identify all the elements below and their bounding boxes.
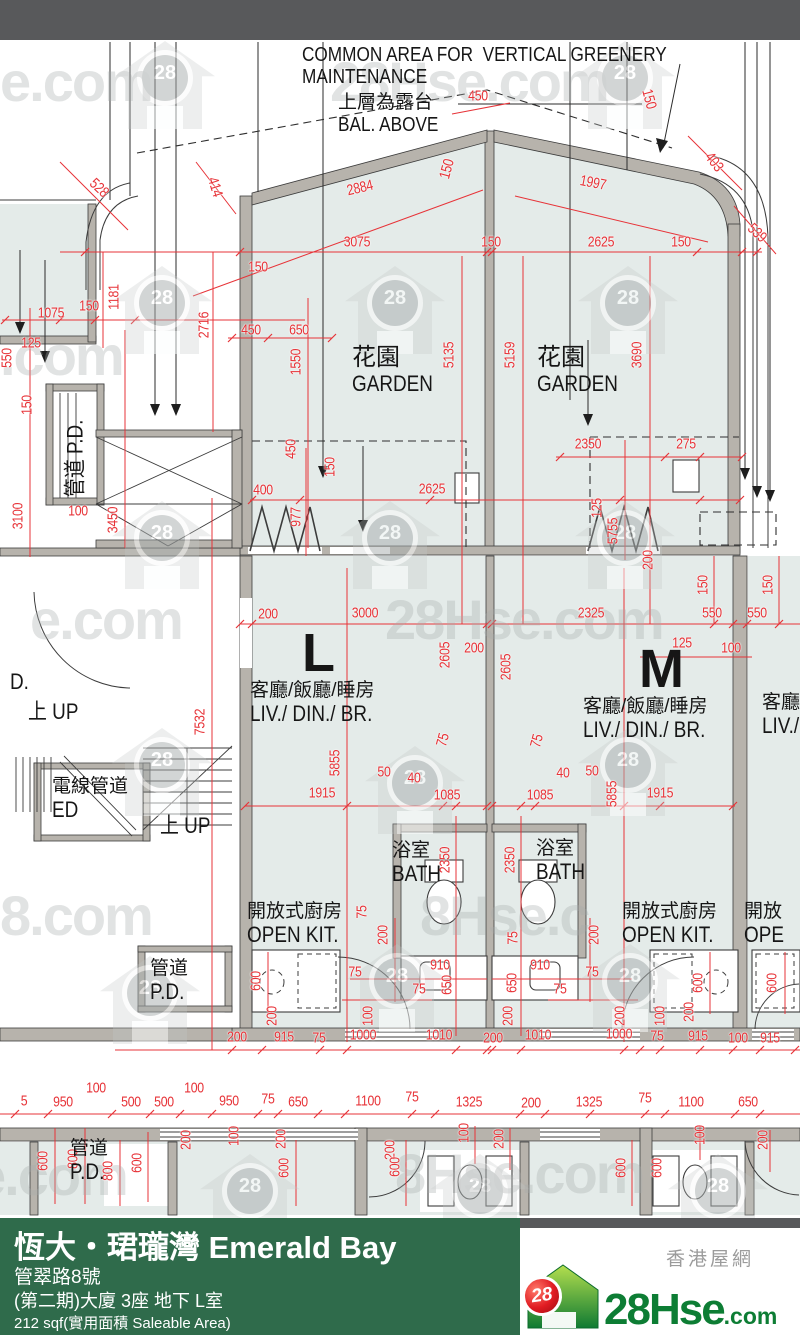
- footer-gray-strip: [520, 1218, 800, 1228]
- house-icon: 28: [519, 1264, 600, 1330]
- estate-address: 管翠路8號: [14, 1267, 101, 1288]
- footer-logo-panel: 香港屋網 28 28Hse.com: [519, 1228, 800, 1335]
- site-name-chinese: 香港屋網: [665, 1249, 754, 1270]
- logo-main-text: 28Hse: [604, 1285, 726, 1335]
- estate-saleable-area: 212 sqf(實用面積 Saleable Area): [14, 1315, 231, 1332]
- logo-suffix-text: .com: [723, 1303, 778, 1330]
- logo-wordmark: 28Hse.com: [604, 1288, 778, 1332]
- estate-title: 恆大・珺瓏灣 Emerald Bay: [14, 1230, 397, 1265]
- estate-unit-info: (第二期)大廈 3座 地下 L室: [14, 1291, 224, 1311]
- top-gray-bar: [0, 0, 800, 40]
- footer-bar: 恆大・珺瓏灣 Emerald Bay 管翠路8號 (第二期)大廈 3座 地下 L…: [0, 1218, 800, 1335]
- 28hse-logo[interactable]: 28 28Hse.com: [519, 1264, 778, 1332]
